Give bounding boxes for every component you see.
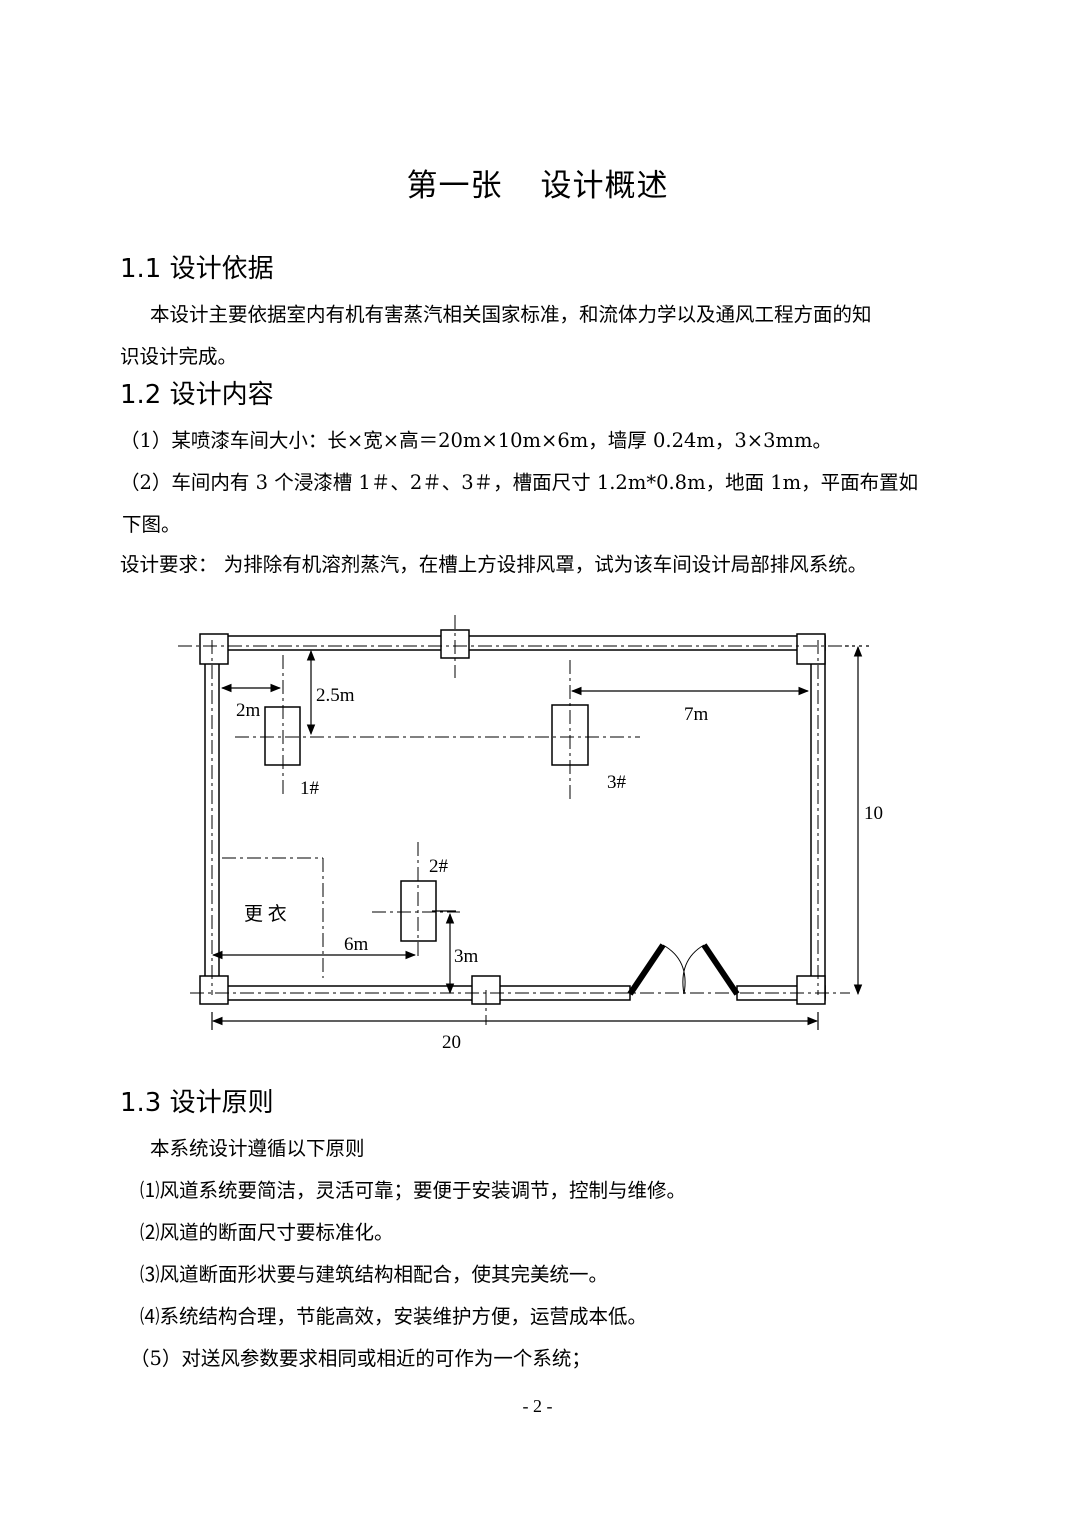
label-tank-3: 3# [607,772,627,793]
content-item-1: （1）某喷漆车间大小：长×宽×高＝20m×10m×6m，墙厚 0.24m，3×3… [120,429,833,452]
paragraph-basis-line1: 本设计主要依据室内有机有害蒸汽相关国家标准，和流体力学以及通风工程方面的知 [150,303,872,326]
label-dim-2-5m: 2.5m [316,685,355,706]
principle-item-4: ⑷系统结构合理，节能高效，安装维护方便，运营成本低。 [140,1305,648,1328]
title-part-1: 第一张 [406,168,503,204]
section-heading-1-3: 1.3 设计原则 [120,1088,274,1118]
workshop-floor-plan: 2.5m 2m 7m 1# 3# 10 2# 更 衣 6m 3m 20 [178,615,883,1053]
door-leaf-left [627,943,666,996]
label-tank-1: 1# [300,778,320,799]
principle-item-2: ⑵风道的断面尺寸要标准化。 [140,1221,394,1244]
title-part-2: 设计概述 [540,168,669,204]
column-top-right [796,633,826,665]
paragraph-basis-line2: 识设计完成。 [120,345,238,368]
page-title: 第一张 设计概述 [0,160,1075,205]
door-swing-left [662,944,686,995]
tank-3 [551,704,589,766]
principle-item-3: ⑶风道断面形状要与建筑结构相配合，使其完美统一。 [140,1263,609,1286]
label-dim-10: 10 [864,803,883,824]
principle-item-5: （5）对送风参数要求相同或相近的可作为一个系统； [130,1347,591,1370]
door-leaf-right [701,943,740,996]
door-swing-right [682,944,705,995]
column-top-left [199,633,229,665]
wall-top [204,635,826,651]
principle-item-1: ⑴风道系统要简洁，灵活可靠；要便于安装调节，控制与维修。 [140,1179,687,1202]
label-dim-20: 20 [442,1032,461,1053]
section-heading-1-2: 1.2 设计内容 [120,380,274,410]
label-dim-6m: 6m [344,934,369,955]
label-changing-room: 更 衣 [244,903,287,925]
content-item-2-line2: 下图。 [122,513,181,536]
principles-intro: 本系统设计遵循以下原则 [150,1137,365,1160]
label-dim-2m: 2m [236,700,261,721]
label-tank-2: 2# [429,856,449,877]
content-item-2-line1: （2）车间内有 3 个浸漆槽 1＃、2＃、3＃，槽面尺寸 1.2m*0.8m，地… [120,471,919,494]
design-requirement: 设计要求： 为排除有机溶剂蒸汽，在槽上方设排风罩，试为该车间设计局部排风系统。 [120,553,868,576]
column-bottom-left [199,975,229,1005]
column-bottom-right [796,975,826,1005]
label-dim-3m: 3m [454,946,479,967]
page-number: - 2 - [522,1396,553,1416]
section-heading-1-1: 1.1 设计依据 [120,254,274,284]
tank-1 [264,706,301,766]
label-dim-7m: 7m [684,704,709,725]
